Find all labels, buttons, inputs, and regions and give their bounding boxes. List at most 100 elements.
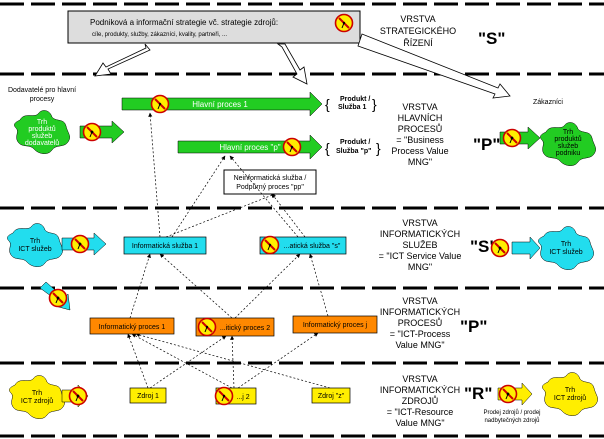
- svg-text:dodavatelů: dodavatelů: [25, 139, 59, 147]
- svg-text:ICT služeb: ICT služeb: [18, 246, 51, 253]
- svg-text:VRSTVA: VRSTVA: [402, 374, 437, 384]
- svg-text:ŘÍZENÍ: ŘÍZENÍ: [403, 38, 433, 48]
- customers-label: Zákazníci: [533, 99, 563, 106]
- svg-text:INFORMATICKÝCH: INFORMATICKÝCH: [380, 229, 460, 239]
- market-arrows: [39, 120, 541, 408]
- svg-text:= "ICT-Process: = "ICT-Process: [390, 329, 451, 339]
- svg-text:VRSTVA: VRSTVA: [400, 14, 435, 24]
- sale-label-1: Prodej zdrojů / prodej: [483, 409, 540, 416]
- svg-text:...j 2: ...j 2: [236, 394, 249, 401]
- puzzle-customer-market: Trh produktů služeb podniku: [539, 121, 597, 167]
- svg-text:}: }: [372, 96, 377, 112]
- svg-text:"S": "S": [478, 29, 505, 48]
- it-process-2: ...itický proces 2: [195, 317, 275, 337]
- strategy-box: Podniková a informační strategie vč. str…: [67, 10, 361, 44]
- main-process-p: Hlavní proces "p": [177, 134, 323, 160]
- puzzle-ict-resources-left: Trh ICT zdrojů: [8, 374, 66, 420]
- svg-text:Informatický proces 1: Informatický proces 1: [99, 324, 166, 331]
- svg-text:Podpůrný proces "pp": Podpůrný proces "pp": [236, 183, 304, 191]
- svg-text:produktů: produktů: [28, 125, 55, 133]
- svg-text:...atická služba "s": ...atická služba "s": [284, 243, 341, 250]
- svg-text:"P": "P": [473, 135, 500, 154]
- main-process-1: Hlavní proces 1: [121, 91, 323, 117]
- svg-text:ZDROJŮ: ZDROJŮ: [402, 395, 439, 406]
- svg-text:STRATEGICKÉHO: STRATEGICKÉHO: [380, 26, 456, 36]
- svg-text:SLUŽEB: SLUŽEB: [402, 240, 437, 250]
- svg-text:Trh: Trh: [32, 390, 42, 397]
- svg-text:Produkt /: Produkt /: [340, 96, 370, 103]
- svg-text:INFORMATICKÝCH: INFORMATICKÝCH: [380, 307, 460, 317]
- svg-text:produktů: produktů: [554, 135, 581, 143]
- product-1: { Produkt / Služba 1 }: [325, 96, 377, 112]
- layer-s2-label: VRSTVA INFORMATICKÝCH SLUŽEB = "ICT Serv…: [379, 218, 498, 272]
- puzzle-ict-resources-right: Trh ICT zdrojů: [541, 371, 599, 417]
- resource-1: Zdroj 1: [129, 387, 167, 404]
- svg-text:PROCESŮ: PROCESŮ: [398, 317, 443, 328]
- svg-text:Zdroj 1: Zdroj 1: [137, 393, 159, 400]
- svg-text:...itický proces 2: ...itický proces 2: [220, 325, 270, 332]
- svg-text:= "ICT Service Value: = "ICT Service Value: [379, 251, 462, 261]
- svg-text:služeb: služeb: [558, 143, 578, 150]
- sale-label-2: nadbytečných zdrojů: [484, 417, 539, 424]
- svg-text:Value MNG": Value MNG": [395, 418, 444, 428]
- support-process-box: Neinformatická služba / Podpůrný proces …: [223, 169, 317, 195]
- svg-text:HLAVNÍCH: HLAVNÍCH: [398, 113, 443, 123]
- svg-text:Trh: Trh: [30, 238, 40, 245]
- svg-text:{: {: [325, 140, 330, 156]
- resource-2: ...j 2: [214, 386, 257, 406]
- svg-text:Trh: Trh: [563, 129, 573, 136]
- suppliers-label-2: procesy: [30, 96, 55, 103]
- svg-text:ICT zdrojů: ICT zdrojů: [21, 397, 53, 405]
- svg-text:Zdroj "z": Zdroj "z": [318, 393, 345, 400]
- svg-text:PROCESŮ: PROCESŮ: [398, 123, 443, 134]
- svg-text:"R": "R": [464, 384, 492, 403]
- layer-s-label: VRSTVA STRATEGICKÉHO ŘÍZENÍ "S": [380, 14, 506, 48]
- strategy-line1: Podniková a informační strategie vč. str…: [90, 18, 278, 27]
- svg-text:Informatická služba 1: Informatická služba 1: [132, 243, 198, 250]
- svg-text:podniku: podniku: [556, 150, 581, 157]
- resource-z: Zdroj "z": [311, 387, 351, 404]
- clock-icon: [334, 13, 354, 33]
- svg-text:= "ICT-Resource: = "ICT-Resource: [387, 407, 453, 417]
- it-service-s: ...atická služba "s": [259, 235, 347, 255]
- puzzle-ict-services-right: Trh ICT služeb: [537, 225, 595, 271]
- svg-text:Trh: Trh: [561, 241, 571, 248]
- svg-text:Neinformatická služba /: Neinformatická služba /: [234, 175, 307, 182]
- product-p: { Produkt / Služba "p" }: [325, 139, 381, 156]
- strategy-arrows: [94, 33, 511, 99]
- svg-text:= "Business: = "Business: [396, 135, 444, 145]
- svg-text:}: }: [376, 140, 381, 156]
- svg-text:ICT služeb: ICT služeb: [549, 249, 582, 256]
- svg-text:"P": "P": [460, 317, 487, 336]
- svg-text:INFORMATICKÝCH: INFORMATICKÝCH: [380, 385, 460, 395]
- it-process-1: Informatický proces 1: [89, 317, 175, 335]
- svg-text:MNG": MNG": [408, 157, 432, 167]
- it-service-1: Informatická služba 1: [123, 236, 207, 255]
- strategy-line2: cíle, produkty, služby, zákazníci, kvali…: [92, 32, 227, 38]
- svg-text:ICT zdrojů: ICT zdrojů: [554, 394, 586, 402]
- svg-text:VRSTVA: VRSTVA: [402, 296, 437, 306]
- it-process-j: Informatický proces j: [292, 315, 378, 334]
- svg-text:Služba 1: Služba 1: [338, 104, 367, 111]
- layer-r-label: VRSTVA INFORMATICKÝCH ZDROJŮ = "ICT-Reso…: [380, 374, 493, 428]
- svg-text:Služba "p": Služba "p": [336, 148, 371, 155]
- layer-p-label: VRSTVA HLAVNÍCH PROCESŮ = "Business Proc…: [391, 102, 500, 167]
- puzzle-ict-services-left: Trh ICT služeb: [6, 222, 64, 268]
- dependency-lines: [127, 112, 331, 389]
- svg-text:Trh: Trh: [565, 387, 575, 394]
- layer-p2-label: VRSTVA INFORMATICKÝCH PROCESŮ = "ICT-Pro…: [380, 296, 488, 350]
- svg-text:Hlavní proces 1: Hlavní proces 1: [192, 100, 248, 109]
- svg-text:Process Value: Process Value: [391, 146, 448, 156]
- svg-text:Informatický proces j: Informatický proces j: [303, 322, 368, 329]
- svg-text:MNG": MNG": [408, 262, 432, 272]
- svg-text:"S": "S": [470, 237, 497, 256]
- puzzle-supplier-market: Trh produktů služeb dodavatelů: [13, 109, 71, 155]
- svg-text:{: {: [325, 96, 330, 112]
- svg-text:Value MNG": Value MNG": [395, 340, 444, 350]
- svg-text:Trh: Trh: [37, 119, 47, 126]
- suppliers-label-1: Dodavatelé pro hlavní: [8, 87, 76, 94]
- svg-text:Hlavní proces "p": Hlavní proces "p": [219, 143, 280, 152]
- svg-text:Produkt /: Produkt /: [340, 139, 370, 146]
